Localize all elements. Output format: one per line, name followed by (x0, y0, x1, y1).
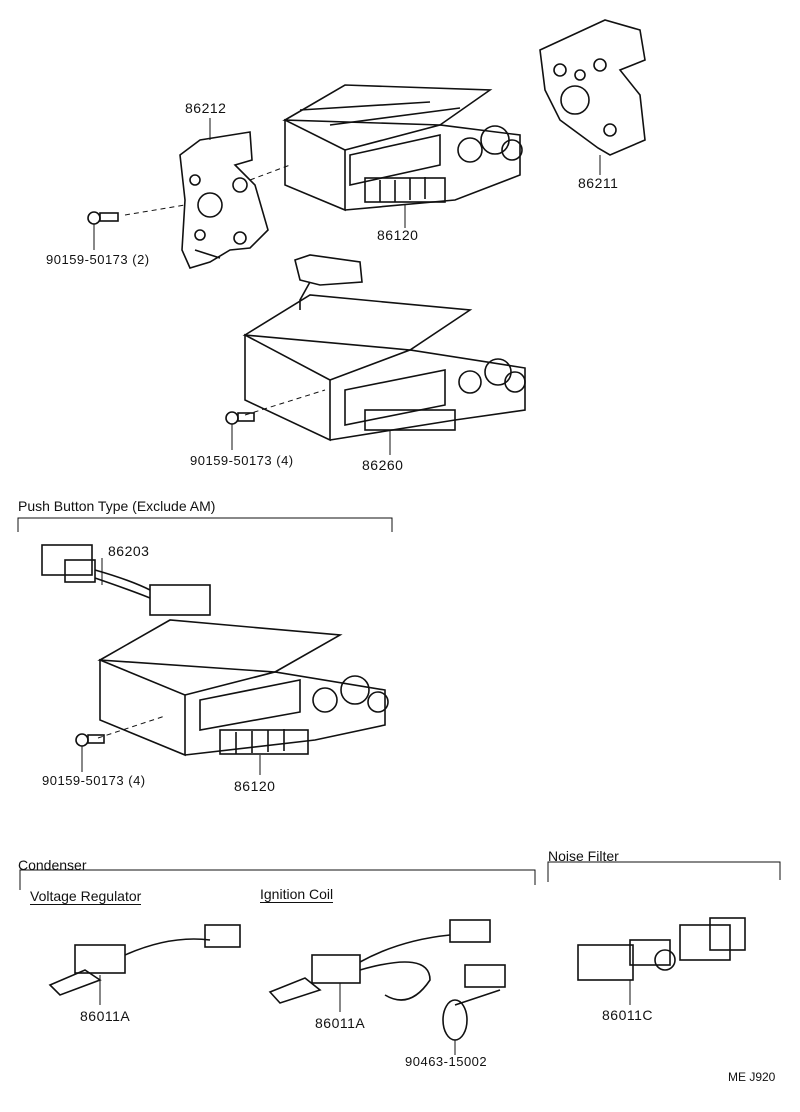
label-tie-90463: 90463-15002 (405, 1054, 487, 1069)
radio-unit-86120-top (285, 85, 522, 210)
label-bolt-4-lower: 90159-50173 (4) (42, 773, 146, 788)
drawing-code: ME J920 (728, 1070, 775, 1084)
label-86011a-ic: 86011A (315, 1015, 365, 1031)
bracket-86211 (540, 20, 645, 155)
label-bolt-2: 90159-50173 (2) (46, 252, 150, 267)
label-86120-lower: 86120 (234, 778, 275, 794)
leader-lines (82, 118, 630, 1055)
condenser-ignition-coil (270, 920, 505, 1040)
label-86011a-vr: 86011A (80, 1008, 130, 1024)
condenser-heading: Condenser (18, 857, 87, 873)
bolt-middle (226, 412, 254, 424)
voltage-regulator-heading: Voltage Regulator (30, 888, 141, 905)
condenser-bracket-line (20, 862, 780, 890)
bolt-lower (76, 734, 104, 746)
push-button-heading: Push Button Type (Exclude AM) (18, 498, 215, 514)
label-86211: 86211 (578, 175, 618, 191)
label-86212: 86212 (185, 100, 226, 116)
bracket-86212 (180, 132, 268, 268)
radio-unit-86120-lower (100, 620, 388, 755)
label-86120-top: 86120 (377, 227, 418, 243)
label-bolt-4-top: 90159-50173 (4) (190, 453, 294, 468)
noise-filter (578, 918, 745, 980)
bolt-top (88, 212, 118, 224)
noise-filter-heading: Noise Filter (548, 848, 619, 864)
push-button-bracket-line (18, 518, 392, 532)
ignition-coil-heading: Ignition Coil (260, 886, 333, 903)
label-86203: 86203 (108, 543, 149, 559)
condenser-voltage-regulator (50, 925, 240, 995)
label-86260: 86260 (362, 457, 403, 473)
label-86011c: 86011C (602, 1007, 653, 1023)
cassette-unit-86260 (245, 255, 525, 440)
